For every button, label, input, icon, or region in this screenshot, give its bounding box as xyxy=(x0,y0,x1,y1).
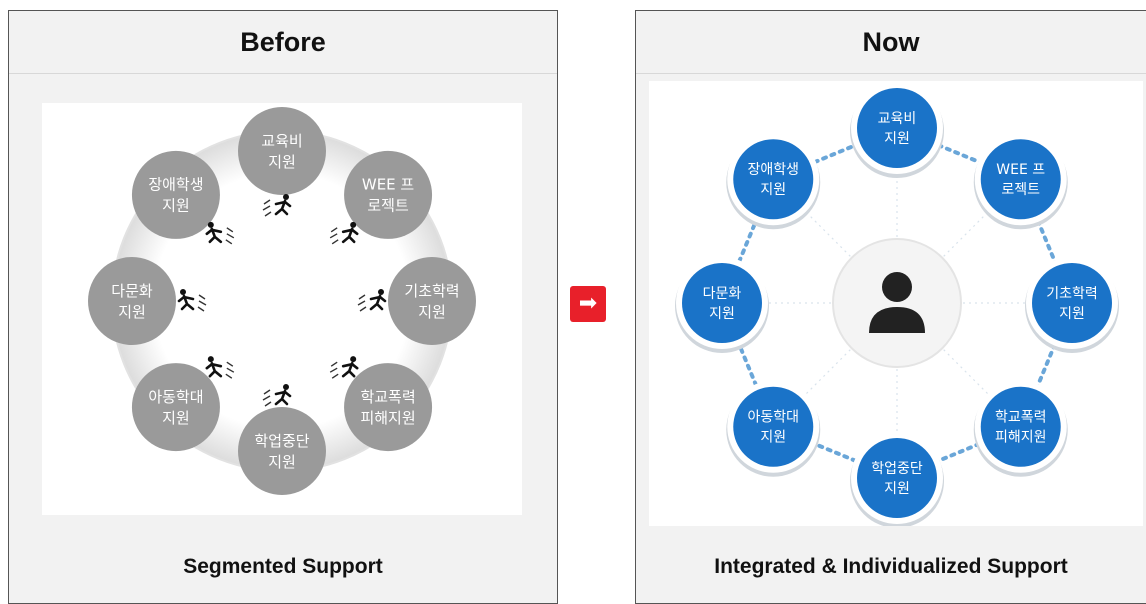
center-person xyxy=(832,238,962,368)
person-icon xyxy=(882,272,912,302)
now-node-circle xyxy=(682,263,762,343)
now-node-circle xyxy=(857,88,937,168)
before-node-circle xyxy=(344,363,433,452)
now-title: Now xyxy=(636,11,1146,74)
now-node-circle xyxy=(980,139,1061,220)
before-caption: Segmented Support xyxy=(183,555,383,578)
before-node-circle xyxy=(344,150,433,239)
before-node-circle xyxy=(388,257,476,345)
now-node-circle xyxy=(857,438,937,518)
now-node-circle xyxy=(1032,263,1112,343)
running-figure-icon xyxy=(329,221,359,245)
before-node-circle xyxy=(88,257,176,345)
running-figure-icon xyxy=(262,384,292,407)
running-figure-icon xyxy=(205,356,235,379)
running-figure-icon xyxy=(262,194,292,217)
before-node-circle xyxy=(131,150,220,239)
running-figure-icon xyxy=(329,356,359,379)
before-node-circle xyxy=(131,363,220,452)
right-arrow-icon: ➡ xyxy=(570,286,606,322)
now-node-circle xyxy=(980,386,1061,467)
running-figure-icon xyxy=(177,289,207,312)
before-title: Before xyxy=(9,11,557,74)
now-caption: Integrated & Individualized Support xyxy=(714,555,1068,578)
running-figure-icon xyxy=(205,221,235,245)
before-node-circle xyxy=(238,107,326,195)
now-node-circle xyxy=(733,386,814,467)
now-node-circle xyxy=(733,139,814,220)
running-figure-icon xyxy=(357,289,387,312)
before-node-circle xyxy=(238,407,326,495)
